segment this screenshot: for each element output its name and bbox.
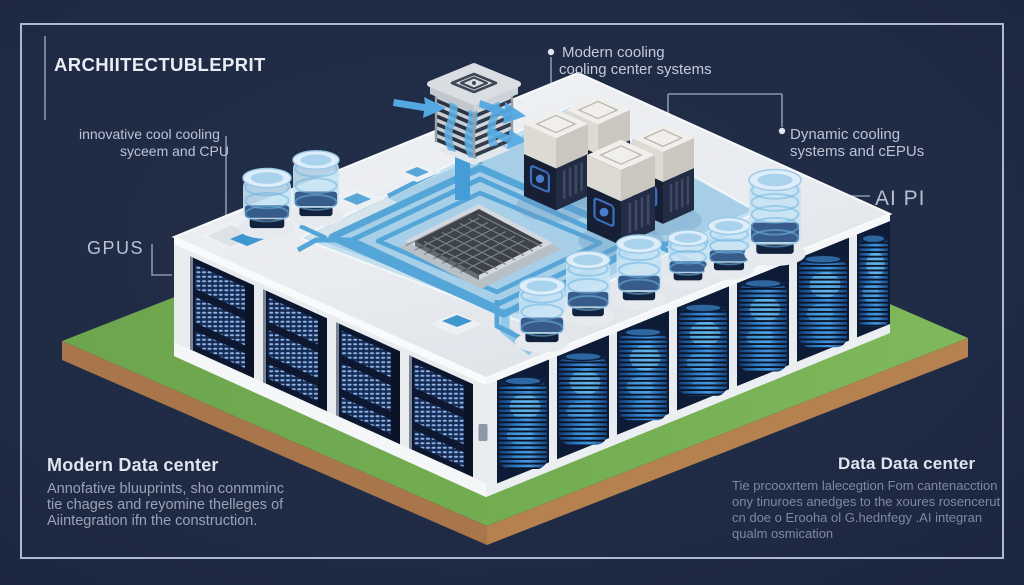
svg-text:Annofative bluuprints, sho con: Annofative bluuprints, sho conmminc xyxy=(47,481,284,497)
svg-text:Data Data center: Data Data center xyxy=(838,454,976,473)
svg-text:qualm osmication: qualm osmication xyxy=(732,526,833,541)
svg-text:ARCHIITECTUBLEPRIT: ARCHIITECTUBLEPRIT xyxy=(54,54,266,75)
svg-text:Modern Data center: Modern Data center xyxy=(47,455,219,475)
svg-text:Dynamic cooling: Dynamic cooling xyxy=(790,126,900,143)
svg-text:Modern cooling: Modern cooling xyxy=(562,44,665,61)
svg-text:Tie prcooxrtem lalecegtion Fom: Tie prcooxrtem lalecegtion Fom cantenacc… xyxy=(732,478,997,493)
svg-text:tie chages and reyomine thelle: tie chages and reyomine thelleges of xyxy=(47,497,284,513)
svg-text:systems and cEPUs: systems and cEPUs xyxy=(790,143,924,160)
svg-text:GPUS: GPUS xyxy=(87,238,144,258)
svg-text:cooling center systems: cooling center systems xyxy=(559,61,712,78)
svg-text:innovative cool cooling: innovative cool cooling xyxy=(79,126,220,142)
svg-text:AI PI: AI PI xyxy=(875,187,926,210)
svg-text:cn doe o Erooha ol G.hednfegy: cn doe o Erooha ol G.hednfegy .AI integr… xyxy=(732,510,982,525)
svg-text:syceem and CPU: syceem and CPU xyxy=(120,143,229,159)
svg-text:Aiintegration ifn the construc: Aiintegration ifn the construction. xyxy=(47,513,257,529)
svg-text:ony tinuroes anedges to the xo: ony tinuroes anedges to the xoures rosen… xyxy=(732,494,1001,509)
